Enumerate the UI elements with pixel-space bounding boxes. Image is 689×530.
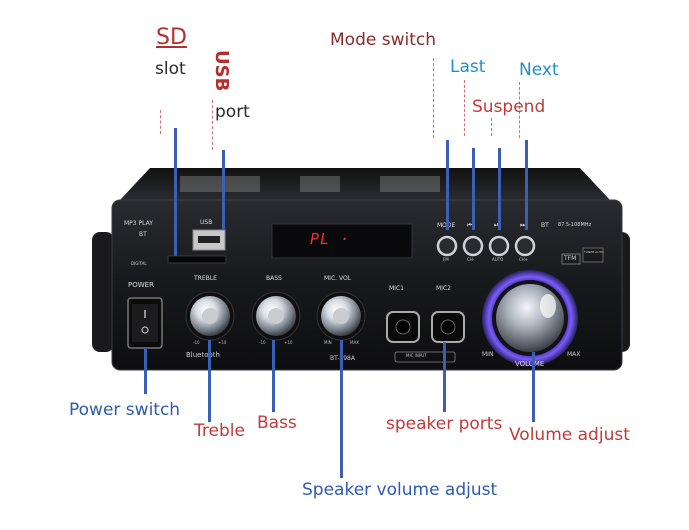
bass-panel-label: BASS xyxy=(266,275,282,282)
ch-minus-label: CH- xyxy=(467,257,475,262)
mic1-panel-label: MIC1 xyxy=(389,285,404,292)
suspend-pointer-dashed xyxy=(491,118,492,136)
callout-last: Last xyxy=(450,57,486,77)
callout-power-switch: Power switch xyxy=(69,400,181,420)
fm-label: FM xyxy=(443,257,449,262)
mic-max-label: MAX xyxy=(350,340,359,345)
prev-label: ⏮ xyxy=(467,221,474,229)
bass-minus-label: -10 xyxy=(259,340,266,345)
callout-port: port xyxy=(215,102,250,122)
volume-adjust-pointer xyxy=(532,352,535,422)
play-label: ⏯ xyxy=(494,221,500,229)
power-panel-label: POWER xyxy=(128,281,154,289)
mic-vol-panel-label: MIC. VOL xyxy=(324,275,352,282)
last-pointer xyxy=(472,148,475,230)
volume-max-label: MAX xyxy=(567,351,581,358)
treble-panel-label: TREBLE xyxy=(194,275,217,282)
callout-suspend: Suspend xyxy=(472,97,546,117)
mic2-panel-label: MIC2 xyxy=(436,285,451,292)
next-label: ⏭ xyxy=(520,221,527,229)
bt-label: BT xyxy=(139,231,147,238)
usb-pointer-dashed xyxy=(212,100,213,150)
callout-speaker-ports: speaker ports xyxy=(386,414,503,434)
speaker-volume-pointer xyxy=(340,340,343,478)
bluetooth-panel-label: Bluetooth xyxy=(186,351,220,359)
ch-plus-label: CH+ xyxy=(519,257,529,262)
mp3-play-label: MP3 PLAY xyxy=(124,220,153,227)
callout-bass: Bass xyxy=(257,413,297,433)
next-pointer xyxy=(525,140,528,230)
sd-pointer-line xyxy=(160,110,161,134)
sd-slot-pointer xyxy=(174,128,177,256)
mic-input-panel-label: MIC INPUT xyxy=(406,353,427,358)
suspend-pointer xyxy=(498,148,501,230)
display-readout: PL · xyxy=(310,230,351,248)
usb-panel-label: USB xyxy=(200,219,213,226)
digital-label: DIGITAL xyxy=(131,261,147,266)
callout-speaker-volume-adjust: Speaker volume adjust xyxy=(302,480,498,500)
treble-pointer xyxy=(208,340,211,422)
auto-label: AUTO xyxy=(492,257,504,262)
treble-plus-label: +10 xyxy=(218,340,227,345)
callout-usb: USB xyxy=(211,50,232,92)
tuner-auto-label: TUNER AUTO xyxy=(584,250,604,254)
callout-slot: slot xyxy=(155,59,186,79)
power-pointer xyxy=(144,348,147,394)
bt2-label: BT xyxy=(541,222,549,229)
bass-pointer xyxy=(272,340,275,412)
mic-min-label: MIN xyxy=(324,340,332,345)
treble-minus-label: -10 xyxy=(193,340,200,345)
next-pointer-dashed xyxy=(519,82,520,138)
volume-panel-label: VOLUME xyxy=(515,360,545,368)
callout-next: Next xyxy=(519,60,559,80)
freq-label: 87.5-108MHz xyxy=(558,222,592,228)
mode-pointer xyxy=(446,140,449,230)
usb-port-pointer xyxy=(222,150,225,230)
volume-min-label: MIN xyxy=(482,351,494,358)
bass-plus-label: +10 xyxy=(284,340,293,345)
speaker-ports-pointer xyxy=(443,342,446,412)
callout-sd: SD xyxy=(156,25,187,50)
last-pointer-dashed xyxy=(464,80,465,136)
callout-volume-adjust: Volume adjust xyxy=(509,425,630,445)
tfm-label: TFM xyxy=(564,255,577,262)
mode-pointer-dashed xyxy=(433,58,434,138)
callout-mode-switch: Mode switch xyxy=(330,30,436,50)
callout-treble: Treble xyxy=(194,421,245,441)
